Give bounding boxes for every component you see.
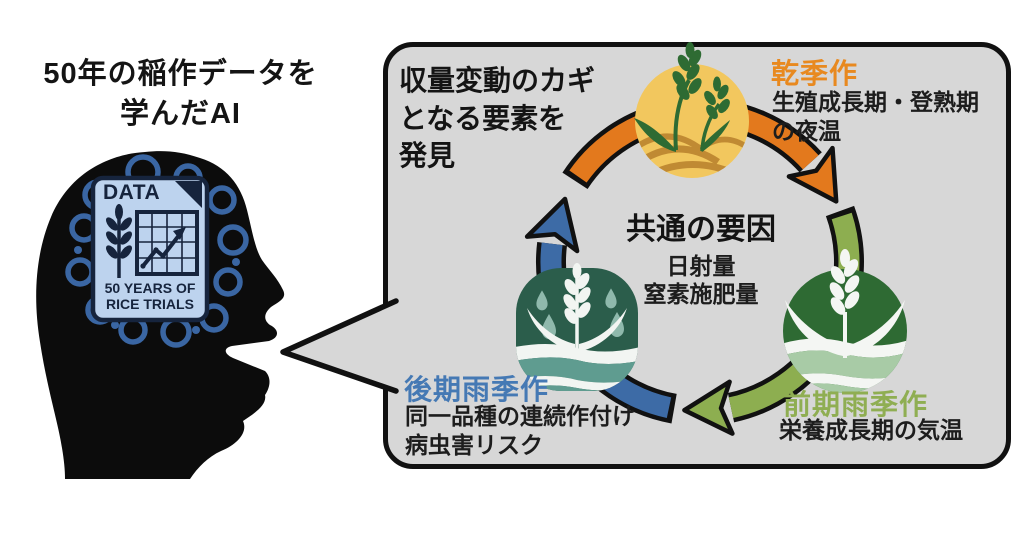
data-card-caption: 50 YEARS OF RICE TRIALS bbox=[104, 280, 196, 312]
wheat-icon bbox=[106, 204, 132, 278]
node-desc-early-rainy-season: 栄養成長期の気温 bbox=[779, 417, 963, 443]
common-factors-block: 共通の要因 日射量 窒素施肥量 bbox=[585, 204, 817, 308]
folded-corner-icon bbox=[175, 181, 202, 208]
common-factors-items: 日射量 窒素施肥量 bbox=[643, 253, 759, 308]
node-desc-dry-season: 生殖成長期・登熟期 の夜温 bbox=[772, 89, 979, 145]
node-label-dry-season: 乾季作 bbox=[771, 58, 859, 89]
left-title: 50年の稲作データを 学んだAI bbox=[43, 58, 318, 131]
common-factors-title: 共通の要因 bbox=[626, 213, 776, 246]
growth-chart-icon bbox=[135, 210, 199, 276]
bubble-title: 収量変動のカギ となる要素を 発見 bbox=[399, 65, 596, 172]
speech-bubble-tail bbox=[280, 298, 399, 394]
node-desc-late-rainy-season: 同一品種の連続作付け 病虫害リスク bbox=[405, 403, 635, 459]
data-card-header: DATA bbox=[103, 181, 161, 204]
